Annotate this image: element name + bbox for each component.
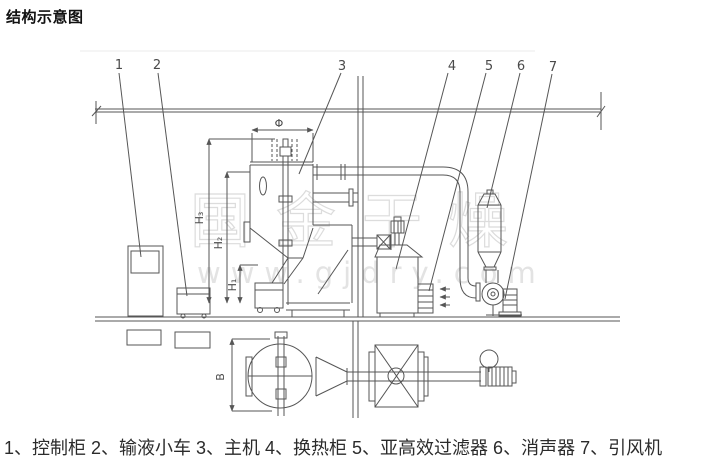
part-number-labels: 1 2 3 4 5 6 7: [115, 58, 557, 75]
floor-line: [95, 316, 620, 322]
plan-view: [126, 329, 517, 416]
part-label-7: 7: [549, 60, 557, 75]
leader-lines: [118, 72, 553, 300]
dim-b: B: [214, 373, 227, 381]
dim-h1: H₁: [226, 279, 239, 292]
watermark: 国金干燥 www.gjdry.com: [189, 186, 546, 290]
watermark-url: www.gjdry.com: [197, 256, 546, 290]
filter: [417, 283, 450, 314]
dim-h3: H₃: [193, 212, 206, 225]
part-label-4: 4: [448, 59, 456, 74]
part-label-3: 3: [338, 59, 346, 74]
legend-caption: 1、控制柜 2、输液小车 3、主机 4、换热柜 5、亚高效过滤器 6、消声器 7…: [4, 438, 663, 458]
main-machine: [243, 127, 359, 317]
induced-draft-fan: [481, 282, 522, 317]
part-label-1: 1: [115, 58, 123, 73]
dim-phi: Φ: [275, 117, 284, 130]
control-cabinet: [127, 245, 164, 317]
part-label-2: 2: [153, 58, 161, 73]
ceiling-line: [91, 92, 606, 130]
page-title: 结构示意图: [6, 9, 84, 26]
silencer: [477, 189, 502, 283]
part-label-6: 6: [517, 59, 525, 74]
dim-h2: H₂: [212, 237, 225, 250]
part-label-5: 5: [485, 59, 493, 74]
height-dimensions: [206, 138, 275, 304]
liquid-cart: [176, 287, 211, 319]
dimension-labels: Φ H₃ H₂ H₁ B: [193, 117, 284, 381]
